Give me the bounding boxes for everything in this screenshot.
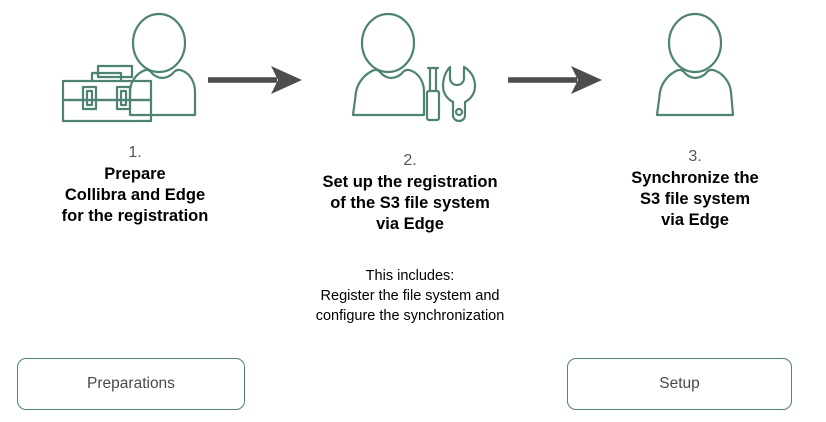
step-2-subtext: This includes: Register the file system …: [315, 268, 505, 324]
step-2-title: Set up the registration of the S3 file s…: [322, 173, 498, 233]
preparations-button-label: Preparations: [87, 375, 175, 392]
step-column-1: 1. Prepare Collibra and Edge for the reg…: [0, 0, 270, 422]
step-column-2: 2. Set up the registration of the S3 fil…: [275, 0, 792, 422]
preparations-button[interactable]: Preparations: [17, 358, 245, 410]
step-2-number: 2.: [403, 152, 417, 169]
arrow-right-1-icon: [205, 60, 305, 100]
person-with-toolbox-icon: [0, 8, 270, 133]
arrow-right-2-icon: [505, 60, 605, 100]
step-2-text: 2. Set up the registration of the S3 fil…: [275, 150, 545, 235]
step-3-text: 3. Synchronize the S3 file system via Ed…: [560, 146, 826, 231]
person-icon: [560, 8, 826, 133]
person-with-tools-icon: [275, 8, 545, 133]
step-3-number: 3.: [688, 148, 702, 165]
step-1-title: Prepare Collibra and Edge for the regist…: [61, 165, 209, 225]
step-3-title: Synchronize the S3 file system via Edge: [631, 169, 759, 229]
setup-button[interactable]: Setup: [567, 358, 792, 410]
step-1-number: 1.: [128, 144, 142, 161]
step-column-3: 3. Synchronize the S3 file system via Ed…: [560, 0, 826, 422]
setup-button-label: Setup: [659, 375, 700, 392]
step-1-text: 1. Prepare Collibra and Edge for the reg…: [0, 142, 270, 227]
